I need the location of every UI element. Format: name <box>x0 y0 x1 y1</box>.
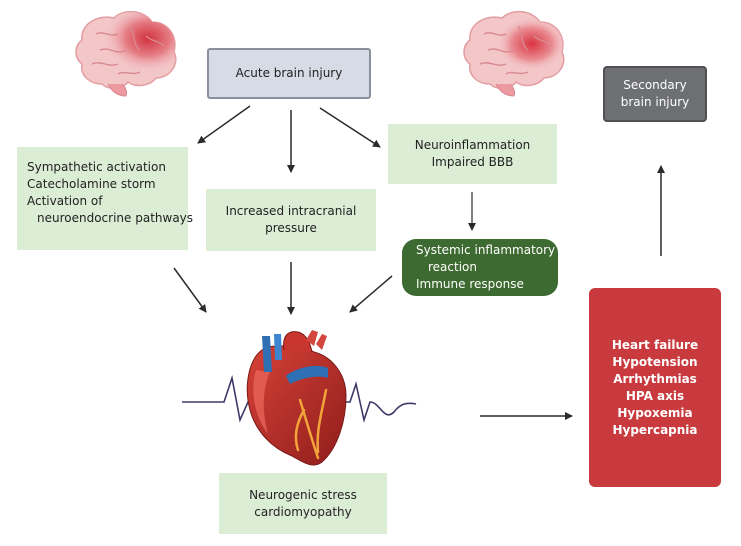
box-line: HPA axis <box>625 388 685 403</box>
secondary-brain-injury-box: Secondary brain injury <box>603 66 707 122</box>
neurogenic-cardiomyopathy-box: Neurogenic stress cardiomyopathy <box>219 473 387 534</box>
arrow-systemic-to-heart <box>349 275 393 313</box>
box-line: reaction <box>428 260 477 274</box>
box-line: Heart failure <box>611 337 699 352</box>
arrow-sympathetic-to-heart <box>173 267 207 313</box>
box-line: Hypoxemia <box>617 405 693 420</box>
acute-brain-injury-box: Acute brain injury <box>207 48 371 99</box>
box-line: brain injury <box>620 95 690 109</box>
box-line: Immune response <box>416 277 524 291</box>
box-line: Acute brain injury <box>235 66 343 80</box>
systemic-inflammatory-box: Systemic inflammatory reaction Immune re… <box>402 239 558 296</box>
intracranial-pressure-box: Increased intracranial pressure <box>206 189 376 251</box>
box-line: Neurogenic stress <box>249 487 357 502</box>
brain-icon <box>75 10 177 97</box>
box-line: Arrhythmias <box>613 371 697 386</box>
heart-icon <box>246 330 347 466</box>
box-line: Hypercapnia <box>612 422 698 437</box>
box-line: Sympathetic activation <box>27 160 166 174</box>
brain-icon <box>463 10 565 97</box>
box-line: cardiomyopathy <box>254 504 352 519</box>
box-line: Neuroinflammation <box>414 138 531 152</box>
sympathetic-activation-box: Sympathetic activation Catecholamine sto… <box>17 147 194 250</box>
neuroinflammation-box: Neuroinflammation Impaired BBB <box>388 124 557 184</box>
box-line: Impaired BBB <box>431 155 514 169</box>
cardiac-outcomes-box: Heart failure Hypotension Arrhythmias HP… <box>589 288 721 487</box>
box-line: Catecholamine storm <box>27 177 156 191</box>
box-line: Hypotension <box>612 354 698 369</box>
box-line: Activation of <box>27 194 103 208</box>
box-line: Secondary <box>623 78 687 92</box>
arrow-acute-to-sympathetic <box>197 105 251 144</box>
box-line: Increased intracranial <box>225 204 357 218</box>
box-line: neuroendocrine pathways <box>37 211 194 225</box>
box-line: pressure <box>265 221 317 235</box>
box-line: Systemic inflammatory <box>416 243 556 257</box>
arrow-acute-to-neuroinflammation <box>319 107 381 148</box>
